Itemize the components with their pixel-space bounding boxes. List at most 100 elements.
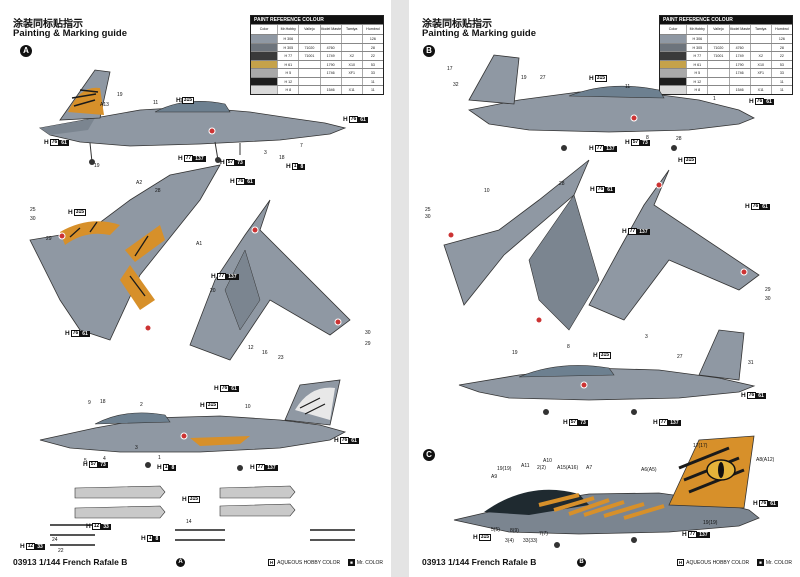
paint-tag-prefix: H [182, 496, 187, 503]
legend-mr-label: Mr. COLOR [765, 560, 792, 566]
section-a-badge: A [20, 45, 32, 57]
paint-table-cell [340, 35, 362, 43]
paint-tag-prefix: H [343, 116, 348, 123]
callout-label: 11 [625, 84, 631, 90]
paint-tag-prefix: H [44, 139, 49, 146]
paint-tag-mr-code: 73 [98, 461, 108, 468]
callout-label: 18 [279, 155, 285, 161]
paint-tag-prefix: H [653, 419, 658, 426]
paint-tag-hobby-code: 77 [183, 155, 194, 162]
paint-tag-prefix: H [334, 437, 339, 444]
page-title-cn: 涂装同标贴指示 [422, 19, 492, 30]
paint-swatch [251, 77, 278, 85]
callout-label: 10 [484, 188, 490, 194]
legend-hobby-box: H [676, 559, 685, 566]
callout-label: A7 [586, 465, 593, 471]
paint-table-header-cell: Humbrol [770, 25, 792, 34]
rafale-side-view-lower [39, 379, 347, 471]
paint-table-cell [749, 77, 771, 85]
paint-table-header: Color Mr.Hobby Vallejo Model Master Tami… [251, 24, 383, 34]
paint-swatch [660, 86, 687, 94]
callout-label: 25 [425, 207, 431, 213]
callout-label: 10 [245, 404, 251, 410]
paint-table-cell: XF1 [749, 69, 771, 77]
callout-label: 19 [512, 350, 518, 356]
page-title-cn: 涂装同标贴指示 [13, 19, 83, 30]
paint-tag-hobby-code: 315 [598, 352, 612, 359]
paint-table-cell [749, 35, 771, 43]
paint-tag-mr-code: 61 [59, 139, 69, 146]
paint-tag-hobby-code: 315 [683, 157, 697, 164]
paint-tag-hobby-code: 76 [70, 330, 81, 337]
rafale-top-view-left [29, 164, 221, 341]
paint-tag-prefix: H [230, 178, 235, 185]
paint-tag-prefix: H [178, 155, 183, 162]
paint-tag-hobby-code: 57 [88, 461, 99, 468]
paint-tag-prefix: H [20, 543, 25, 550]
paint-table-cell [298, 60, 319, 68]
callout-label: 16 [262, 350, 268, 356]
footer-section-badge: A [176, 558, 185, 567]
paint-tag-hobby-code: 76 [219, 385, 230, 392]
paint-tag-prefix: H [68, 209, 73, 216]
paint-table-header-cell: Mr.Hobby [686, 25, 707, 34]
callout-label: 30 [30, 216, 36, 222]
paint-table-cell: H 8 [686, 86, 707, 94]
paint-tag-mr-code: 137 [193, 155, 206, 162]
paint-tag-hobby-code: 76 [235, 178, 246, 185]
paint-table-cell: 126 [361, 35, 383, 43]
paint-table-cell: H 305 [686, 43, 707, 51]
paint-table-cell: 11 [361, 77, 383, 85]
callout-label: 19 [521, 75, 527, 81]
paint-tag-hobby-code: 77 [255, 464, 266, 471]
paint-table-cell: H 77 [686, 52, 707, 60]
callout-label: 22 [58, 548, 64, 554]
callout-label: A11 [521, 463, 530, 469]
paint-tag-hobby-code: 315 [594, 75, 608, 82]
legend-hobby-box: H [267, 559, 276, 566]
paint-tag-prefix: H [65, 330, 70, 337]
callout-label: 3 [264, 150, 267, 156]
paint-tag-prefix: H [589, 75, 594, 82]
paint-table-cell: 28 [361, 43, 383, 51]
paint-tag-mr-code: 137 [604, 145, 617, 152]
callout-label: 28 [559, 181, 565, 187]
paint-table-header-cell: Vallejo [298, 25, 319, 34]
paint-swatch [251, 69, 278, 77]
paint-table-header-cell: Color [668, 27, 678, 31]
paint-swatch [660, 69, 687, 77]
callout-label: 4 [103, 456, 106, 462]
paint-tag-mr-code: 61 [245, 178, 255, 185]
paint-table-cell: 11 [770, 86, 792, 94]
callout-label: 19 [94, 163, 100, 169]
paint-tag-mr-code: 73 [640, 139, 650, 146]
rafale-b-bottom-view [588, 169, 760, 321]
paint-table-header-cell: Vallejo [707, 25, 728, 34]
paint-reference-table: PAINT REFERENCE COLOUR Color Mr.Hobby Va… [659, 15, 793, 95]
paint-table-cell: H 61 [686, 60, 707, 68]
callout-label: 24 [52, 537, 58, 543]
paint-tag-hobby-code: 77 [216, 273, 227, 280]
paint-table-cell: H 5 [277, 69, 298, 77]
paint-tag-mr-code: 8 [169, 464, 177, 471]
page-gutter [391, 0, 409, 577]
callout-label: 11 [153, 100, 159, 106]
